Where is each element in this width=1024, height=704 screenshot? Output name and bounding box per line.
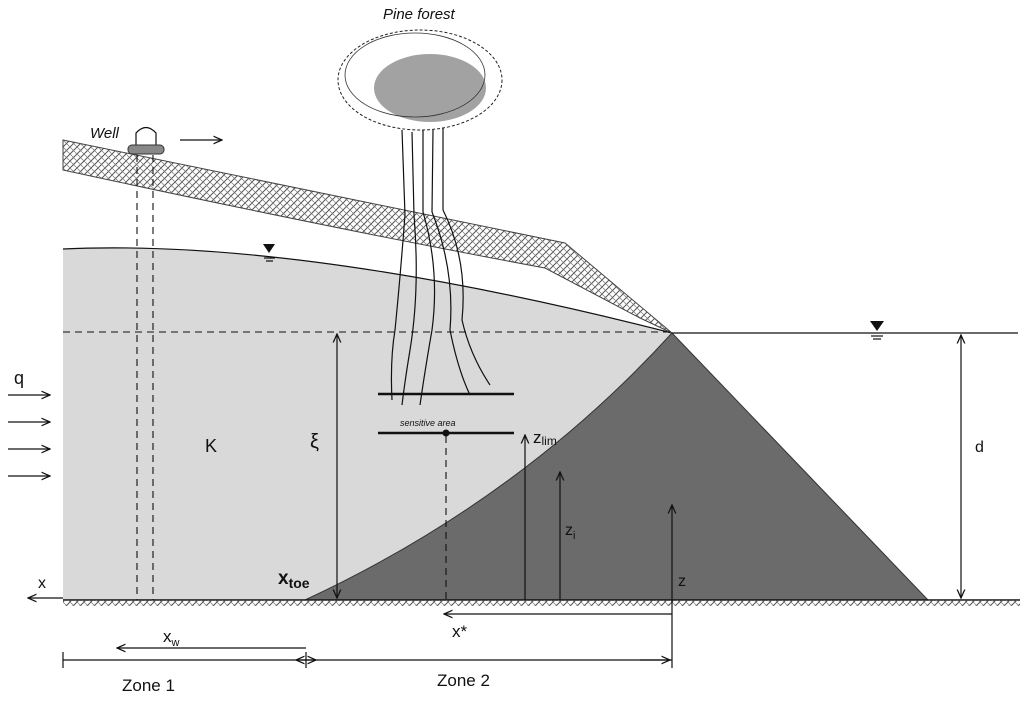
x-toe-label: xtoe: [278, 568, 310, 591]
sea-level-icon: [870, 321, 884, 340]
water-table-curve: [62, 247, 673, 334]
d-label: d: [975, 439, 984, 456]
zone1-label: Zone 1: [122, 676, 175, 695]
soil-surface-layer: [62, 139, 673, 334]
x-w-label: xw: [163, 627, 180, 649]
sensitive-area-point: [442, 429, 450, 437]
k-label: K: [205, 436, 217, 456]
water-table-icon: [263, 244, 275, 262]
x-star-label: x*: [452, 622, 468, 641]
z-label: z: [678, 573, 686, 590]
z-lim-label: zlim: [533, 428, 557, 448]
pine-forest-label: Pine forest: [383, 6, 456, 23]
well-label: Well: [90, 125, 120, 142]
pine-tree-icon: [337, 29, 503, 406]
inflow-arrows: [8, 395, 50, 476]
x-label: x: [38, 575, 46, 592]
freshwater-region: [63, 247, 672, 600]
zone2-label: Zone 2: [437, 671, 490, 690]
aquifer-base-hatch: [63, 600, 1020, 606]
xi-label: ξ: [310, 431, 319, 453]
sensitive-area-label: sensitive area: [400, 418, 456, 428]
q-label: q: [14, 368, 24, 388]
well-pump-icon: [127, 126, 165, 155]
saltwater-wedge: [304, 332, 930, 601]
z-i-label: zi: [565, 522, 575, 542]
